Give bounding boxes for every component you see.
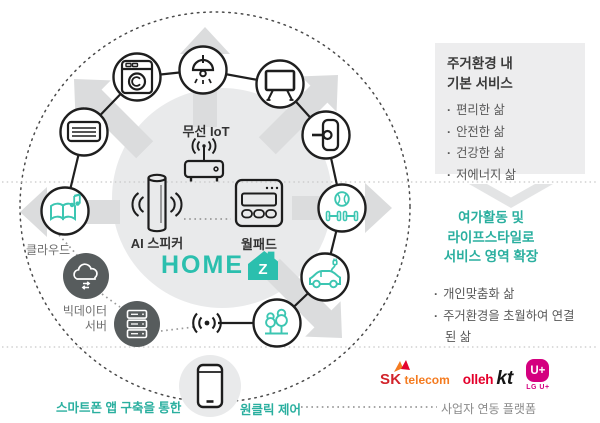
bigdata-server-node xyxy=(114,301,160,347)
bigdata-label-line2: 서버 xyxy=(84,319,107,333)
media-book-icon xyxy=(50,193,81,221)
ai-speaker-icon xyxy=(131,173,183,233)
home-badge-icon: Z xyxy=(248,251,278,280)
basic-services-panel: 주거환경 내 기본 서비스 편리한 삶 안전한 삶 건강한 삶 저에너지 삶 xyxy=(435,43,585,182)
sk-telecom-logo: SK telecom xyxy=(380,359,450,388)
smartphone-app-caption: 스마트폰 앱 구축을 통한 xyxy=(56,401,182,415)
lg-uplus-mark-icon: U+ xyxy=(526,359,550,382)
bigdata-server-label: 빅데이터 서버 xyxy=(57,304,107,334)
smartphone-icon xyxy=(196,363,224,409)
home-z-logo: HOME Z xyxy=(161,251,278,280)
expanded-services-list: 개인맞춤화 삶 주거환경을 초월하여 연결된 삶 xyxy=(434,284,582,349)
sk-telecom-wordmark: telecom xyxy=(404,372,450,387)
list-item: 안전한 삶 xyxy=(447,122,585,144)
cloud-label: 클라우드 xyxy=(26,243,71,257)
expand-title-line1: 여가활동 및 xyxy=(458,210,524,225)
list-item: 저에너지 삶 xyxy=(447,165,585,187)
bigdata-server-icon xyxy=(126,309,148,339)
basic-services-list: 편리한 삶 안전한 삶 건강한 삶 저에너지 삶 xyxy=(447,100,585,186)
lg-uplus-logo: U+ LG U+ xyxy=(526,359,550,391)
wireless-iot-label: 무선 IoT xyxy=(182,124,230,139)
cloud-node xyxy=(63,253,109,299)
dashed-boundary-circle xyxy=(19,11,411,403)
lg-uplus-wordmark: LG U+ xyxy=(526,384,550,391)
operators-caption: 사업자 연동 플랫폼 xyxy=(441,402,536,416)
wallpad-icon xyxy=(234,178,284,228)
list-item: 편리한 삶 xyxy=(447,100,585,122)
arrow-up-left xyxy=(74,79,154,159)
expanded-services-title: 여가활동 및 라이프스타일로 서비스 영역 확장 xyxy=(418,208,564,267)
door-lock-icon xyxy=(312,118,340,152)
olleh-kt-logo: olleh kt xyxy=(462,362,514,390)
basic-services-title: 주거환경 내 기본 서비스 xyxy=(447,54,585,93)
one-click-label: 원클릭 제어 xyxy=(240,403,301,417)
kt-wordmark: kt xyxy=(496,368,514,390)
basic-title-line1: 주거환경 내 xyxy=(447,56,513,71)
list-item: 주거환경을 초월하여 연결된 삶 xyxy=(434,306,582,349)
tv-icon xyxy=(264,69,296,101)
ai-speaker-label: AI 스피커 xyxy=(130,236,184,251)
olleh-wordmark: olleh xyxy=(462,372,494,388)
tree-icon xyxy=(265,308,288,335)
sk-butterfly-icon xyxy=(394,359,410,372)
washing-machine-icon xyxy=(120,59,154,95)
home-z-wordmark: HOME xyxy=(161,251,244,279)
basic-title-line2: 기본 서비스 xyxy=(447,75,513,91)
dotted-connectors xyxy=(58,218,437,408)
pendant-light-icon xyxy=(191,55,215,84)
list-item: 건강한 삶 xyxy=(447,143,585,165)
wallpad-label: 월패드 xyxy=(241,237,277,252)
cloud-icon xyxy=(73,263,98,290)
arrow-up-right xyxy=(258,75,338,155)
panel-down-arrow xyxy=(469,184,553,208)
expand-title-line2: 라이프스타일로 xyxy=(447,229,535,245)
expand-title-line3: 서비스 영역 확장 xyxy=(443,249,539,265)
operator-logos: SK telecom olleh kt U+ LG U+ xyxy=(380,356,568,394)
list-item: 개인맞춤화 삶 xyxy=(434,284,582,306)
wifi-router-icon xyxy=(183,137,225,182)
air-conditioner-icon xyxy=(66,120,102,143)
home-z-letter: Z xyxy=(258,260,268,278)
bigdata-label-line1: 빅데이터 xyxy=(62,304,107,318)
sk-wordmark: SK xyxy=(380,370,402,388)
smartphone-node xyxy=(179,355,241,417)
wireless-signal-icon xyxy=(192,312,222,334)
electric-car-icon xyxy=(309,258,341,289)
fitness-icon xyxy=(325,191,359,222)
device-nodes xyxy=(40,45,367,348)
